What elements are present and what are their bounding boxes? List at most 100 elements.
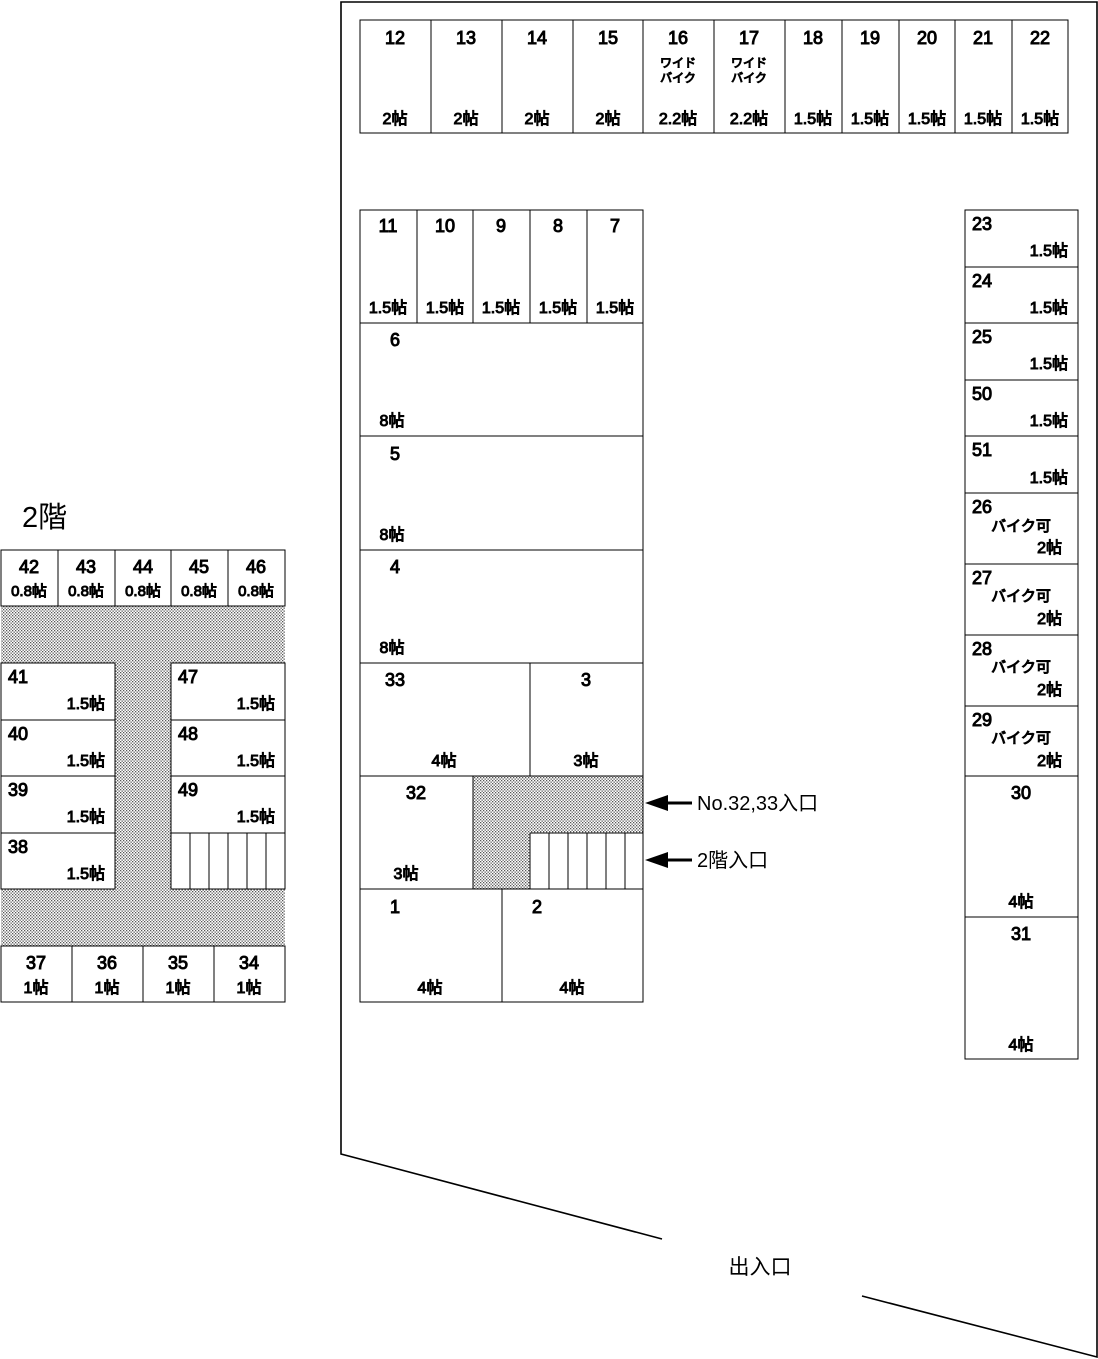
unit-38[interactable]: 38 1.5帖 [0,832,116,890]
unit-number: 8 [553,216,563,236]
unit-number: 31 [1011,924,1031,944]
unit-29[interactable]: 29 バイク可 2帖 [964,705,1079,777]
unit-14[interactable]: 14 2帖 [501,19,574,134]
unit-size: 1.5帖 [1030,355,1068,373]
unit-19[interactable]: 19 1.5帖 [841,19,900,134]
unit-17[interactable]: 17 ワイド バイク 2.2帖 [713,19,786,134]
unit-size: 2.2帖 [730,110,768,128]
floor2-units: 42 0.8帖 43 0.8帖 44 0.8帖 45 0.8帖 46 0.8帖 … [0,549,286,1003]
unit-1[interactable]: 1 4帖 [359,888,503,1003]
unit-size: 1帖 [24,979,49,997]
unit-number: 45 [189,557,209,577]
unit-size: 0.8帖 [125,583,161,600]
unit-number: 19 [860,28,880,48]
unit-size: 2帖 [454,110,479,128]
unit-size: 1.5帖 [369,299,407,317]
unit-8[interactable]: 8 1.5帖 [529,209,588,324]
unit-9[interactable]: 9 1.5帖 [472,209,531,324]
unit-size: 2帖 [525,110,550,128]
unit-number: 48 [178,724,198,744]
unit-11[interactable]: 11 1.5帖 [359,209,418,324]
unit-24[interactable]: 24 1.5帖 [964,266,1079,324]
unit-35[interactable]: 35 1帖 [142,945,215,1003]
unit-number: 25 [972,327,992,347]
unit-size: 1帖 [166,979,191,997]
unit-number: 32 [406,783,426,803]
unit-number: 47 [178,667,198,687]
unit-number: 1 [390,897,400,917]
unit-16[interactable]: 16 ワイド バイク 2.2帖 [642,19,715,134]
unit-3[interactable]: 3 3帖 [529,662,644,777]
unit-20[interactable]: 20 1.5帖 [898,19,956,134]
unit-22[interactable]: 22 1.5帖 [1011,19,1069,134]
unit-size: 2帖 [383,110,408,128]
unit-43[interactable]: 43 0.8帖 [57,549,116,607]
unit-47[interactable]: 47 1.5帖 [170,662,286,721]
unit-number: 13 [456,28,476,48]
unit-number: 16 [668,28,688,48]
unit-26[interactable]: 26 バイク可 2帖 [964,492,1079,565]
unit-37[interactable]: 37 1帖 [0,945,73,1003]
unit-number: 39 [8,780,28,800]
unit-number: 35 [168,953,188,973]
unit-6[interactable]: 6 8帖 [359,322,644,437]
floor1-mid: 33 4帖 3 3帖 32 3帖 1 4帖 2 4帖 [359,662,644,1003]
unit-44[interactable]: 44 0.8帖 [114,549,172,607]
unit-32[interactable]: 32 3帖 [359,775,474,890]
unit-10[interactable]: 10 1.5帖 [416,209,474,324]
unit-number: 24 [972,271,992,291]
unit-size: 4帖 [418,979,443,997]
unit-28[interactable]: 28 バイク可 2帖 [964,634,1079,707]
unit-number: 7 [610,216,620,236]
unit-size: 1.5帖 [596,299,634,317]
unit-number: 5 [390,444,400,464]
unit-21[interactable]: 21 1.5帖 [954,19,1013,134]
unit-45[interactable]: 45 0.8帖 [170,549,229,607]
unit-number: 33 [385,670,405,690]
unit-33[interactable]: 33 4帖 [359,662,531,777]
floor2-stairs [170,832,286,890]
unit-34[interactable]: 34 1帖 [213,945,286,1003]
unit-size: 1.5帖 [67,695,105,713]
unit-15[interactable]: 15 2帖 [572,19,644,134]
unit-number: 41 [8,667,28,687]
unit-size: 1.5帖 [1030,242,1068,260]
unit-27[interactable]: 27 バイク可 2帖 [964,563,1079,636]
floor1-small-row: 11 1.5帖 10 1.5帖 9 1.5帖 8 1.5帖 7 1.5帖 [359,209,644,324]
unit-12[interactable]: 12 2帖 [359,19,432,134]
unit-number: 49 [178,780,198,800]
unit-31[interactable]: 31 4帖 [964,916,1079,1060]
unit-25[interactable]: 25 1.5帖 [964,322,1079,381]
floor1-right-column: 23 1.5帖 24 1.5帖 25 1.5帖 50 1.5帖 51 1.5帖 … [964,209,1079,1060]
unit-30[interactable]: 30 4帖 [964,775,1079,918]
unit-number: 30 [1011,783,1031,803]
unit-46[interactable]: 46 0.8帖 [227,549,286,607]
unit-49[interactable]: 49 1.5帖 [170,775,286,834]
unit-18[interactable]: 18 1.5帖 [784,19,843,134]
unit-size: 2帖 [596,110,621,128]
unit-2[interactable]: 2 4帖 [501,888,644,1003]
unit-40[interactable]: 40 1.5帖 [0,719,116,777]
unit-size: 1.5帖 [426,299,464,317]
unit-size: 1帖 [95,979,120,997]
unit-36[interactable]: 36 1帖 [71,945,144,1003]
unit-4[interactable]: 4 8帖 [359,549,644,664]
unit-42[interactable]: 42 0.8帖 [0,549,59,607]
unit-51[interactable]: 51 1.5帖 [964,435,1079,494]
unit-number: 36 [97,953,117,973]
unit-note-line2: バイク [731,71,767,85]
unit-39[interactable]: 39 1.5帖 [0,775,116,834]
unit-23[interactable]: 23 1.5帖 [964,209,1079,268]
unit-size: 3帖 [394,865,419,883]
unit-5[interactable]: 5 8帖 [359,435,644,551]
unit-number: 23 [972,214,992,234]
floor1-top-row: 12 2帖 13 2帖 14 2帖 15 2帖 16 ワイド バイク 2.2帖 … [359,19,1069,134]
unit-size: 1.5帖 [237,808,275,826]
unit-13[interactable]: 13 2帖 [430,19,503,134]
unit-48[interactable]: 48 1.5帖 [170,719,286,777]
unit-7[interactable]: 7 1.5帖 [586,209,644,324]
unit-41[interactable]: 41 1.5帖 [0,662,116,721]
unit-number: 34 [239,953,259,973]
unit-50[interactable]: 50 1.5帖 [964,379,1079,437]
unit-size: 1.5帖 [539,299,577,317]
